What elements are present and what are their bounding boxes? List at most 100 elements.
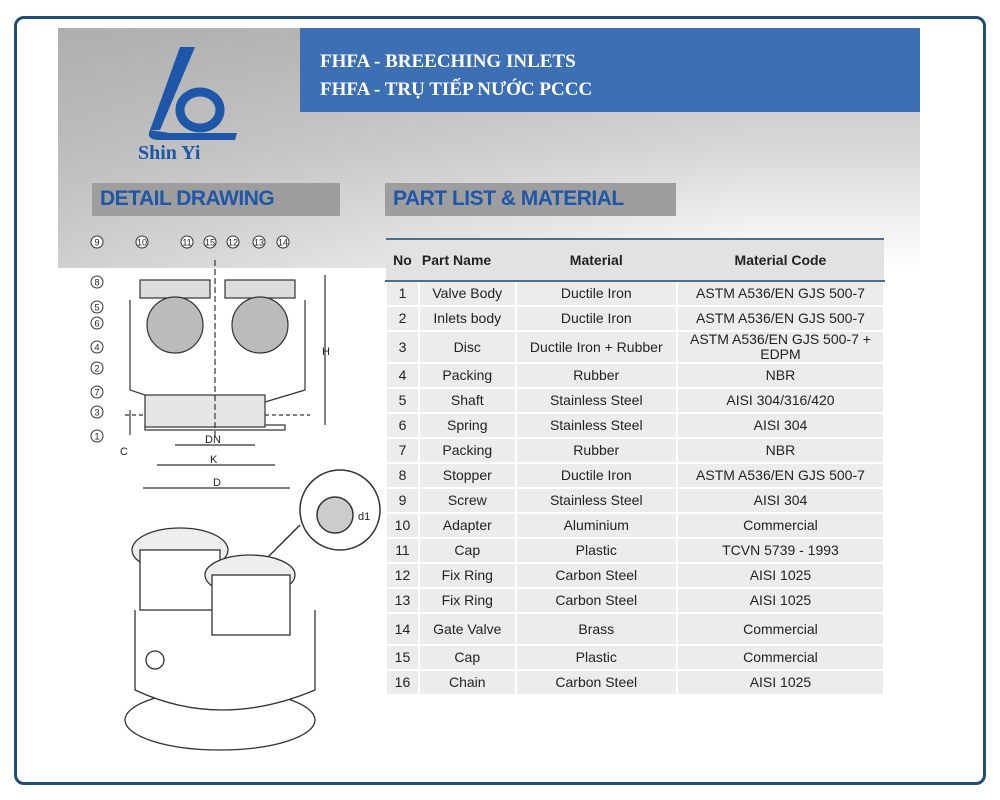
cell-material: Plastic	[514, 537, 678, 564]
isometric-view	[124, 527, 316, 751]
title-line-1: FHFA - BREECHING INLETS	[320, 51, 576, 72]
svg-text:1: 1	[94, 432, 99, 442]
cell-part-name: Adapter	[417, 512, 517, 539]
cell-no: 6	[385, 412, 420, 439]
cell-part-name: Cap	[417, 537, 517, 564]
cell-part-name: Chain	[417, 669, 517, 696]
cell-part-name: Screw	[417, 487, 517, 514]
cell-material-code: Commercial	[675, 612, 886, 646]
cell-part-name: Valve Body	[417, 280, 517, 307]
page-frame	[14, 16, 986, 785]
cell-material-code: ASTM A536/EN GJS 500-7	[675, 280, 886, 307]
cell-no: 13	[385, 587, 420, 614]
cell-material: Stainless Steel	[514, 412, 678, 439]
cell-no: 10	[385, 512, 420, 539]
dim-dn: DN	[205, 434, 221, 446]
svg-text:14: 14	[278, 238, 288, 248]
cell-material: Ductile Iron	[514, 462, 678, 489]
column-header: Material Code	[676, 238, 884, 282]
cell-material-code: AISI 304/316/420	[675, 387, 886, 414]
svg-text:8: 8	[94, 278, 99, 288]
cell-material: Ductile Iron	[514, 305, 678, 332]
cell-no: 11	[385, 537, 420, 564]
part-list-heading: PART LIST & MATERIAL	[385, 183, 676, 216]
cell-part-name: Shaft	[417, 387, 517, 414]
column-header: Material	[515, 238, 677, 282]
callout-number: 6	[90, 316, 104, 330]
callout-number: 7	[90, 385, 104, 399]
cell-material-code: NBR	[675, 437, 886, 464]
dim-d: D	[213, 477, 221, 489]
cell-no: 7	[385, 437, 420, 464]
callout-number: 5	[90, 300, 104, 314]
svg-text:4: 4	[94, 343, 99, 353]
cell-part-name: Disc	[417, 330, 517, 364]
column-header: Part Name	[418, 238, 516, 282]
callout-number: 1	[90, 429, 104, 443]
cell-material: Rubber	[514, 437, 678, 464]
cell-part-name: Stopper	[417, 462, 517, 489]
cell-material-code: AISI 304	[675, 412, 886, 439]
callout-number: 9	[90, 235, 104, 249]
cell-material-code: Commercial	[675, 512, 886, 539]
callout-number: 12	[226, 235, 240, 249]
cell-part-name: Packing	[417, 362, 517, 389]
svg-text:10: 10	[137, 238, 147, 248]
svg-text:9: 9	[94, 238, 99, 248]
title-banner: FHFA - BREECHING INLETS FHFA - TRỤ TIẾP …	[300, 28, 920, 112]
cell-material-code: ASTM A536/EN GJS 500-7 + EDPM	[675, 330, 886, 364]
cell-material-code: TCVN 5739 - 1993	[675, 537, 886, 564]
cell-part-name: Cap	[417, 644, 517, 671]
cell-material-code: AISI 1025	[675, 587, 886, 614]
cell-material-code: AISI 1025	[675, 669, 886, 696]
cell-part-name: Gate Valve	[417, 612, 517, 646]
cell-no: 8	[385, 462, 420, 489]
callout-number: 2	[90, 361, 104, 375]
cell-part-name: Inlets body	[417, 305, 517, 332]
cell-no: 4	[385, 362, 420, 389]
callout-number: 10	[135, 235, 149, 249]
title-line-2: FHFA - TRỤ TIẾP NƯỚC PCCC	[320, 79, 593, 100]
cell-material-code: ASTM A536/EN GJS 500-7	[675, 305, 886, 332]
cell-no: 3	[385, 330, 420, 364]
cell-material: Carbon Steel	[514, 587, 678, 614]
svg-text:15: 15	[205, 238, 215, 248]
brand-name: Shin Yi	[138, 142, 201, 164]
svg-text:11: 11	[182, 238, 191, 248]
cell-material: Stainless Steel	[514, 487, 678, 514]
detail-drawing-heading: DETAIL DRAWING	[92, 183, 340, 216]
cell-no: 2	[385, 305, 420, 332]
cell-material: Rubber	[514, 362, 678, 389]
cell-material-code: AISI 304	[675, 487, 886, 514]
svg-text:7: 7	[94, 388, 99, 398]
cell-part-name: Packing	[417, 437, 517, 464]
callout-number: 14	[276, 235, 290, 249]
callout-number: 8	[90, 275, 104, 289]
svg-text:12: 12	[228, 238, 238, 248]
cell-material: Ductile Iron	[514, 280, 678, 307]
callout-number: 13	[252, 235, 266, 249]
cell-material: Ductile Iron + Rubber	[514, 330, 678, 364]
cell-part-name: Fix Ring	[417, 587, 517, 614]
svg-text:6: 6	[94, 319, 99, 329]
callout-number: 3	[90, 405, 104, 419]
cell-material-code: AISI 1025	[675, 562, 886, 589]
svg-text:3: 3	[94, 408, 99, 418]
shin-yi-logo	[148, 47, 237, 140]
cell-no: 15	[385, 644, 420, 671]
cell-material: Aluminium	[514, 512, 678, 539]
callout-number: 4	[90, 340, 104, 354]
cell-material-code: NBR	[675, 362, 886, 389]
dim-k: K	[210, 454, 218, 466]
cell-material-code: Commercial	[675, 644, 886, 671]
cell-no: 16	[385, 669, 420, 696]
